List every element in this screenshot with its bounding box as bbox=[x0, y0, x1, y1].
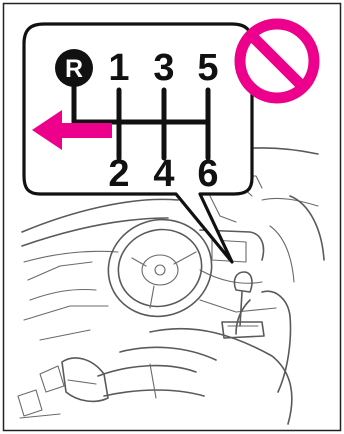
gear-label-2: 2 bbox=[108, 153, 129, 195]
gear-label-3: 3 bbox=[153, 47, 174, 89]
gear-label-6: 6 bbox=[197, 153, 218, 195]
gear-label-reverse: R bbox=[65, 55, 83, 83]
gear-label-5: 5 bbox=[197, 47, 218, 89]
gear-label-4: 4 bbox=[153, 153, 174, 195]
gear-label-1: 1 bbox=[108, 47, 129, 89]
no-symbol-icon bbox=[240, 24, 314, 98]
